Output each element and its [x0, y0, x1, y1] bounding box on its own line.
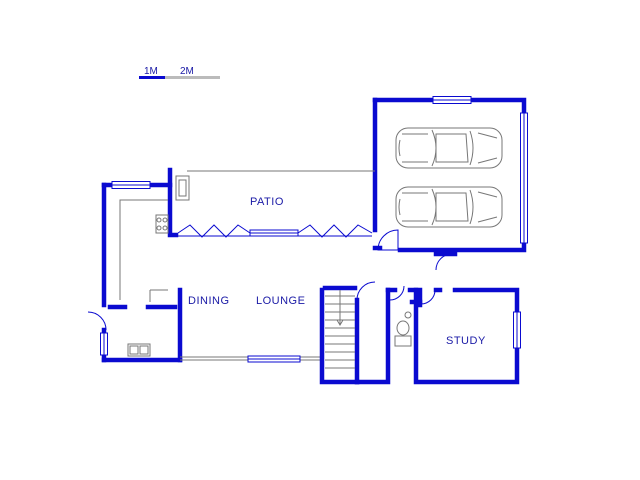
study: STUDY [413, 287, 521, 385]
stove-icon [155, 214, 169, 234]
entry-door-swing [435, 253, 453, 271]
sink-icon [127, 343, 151, 357]
room-label-study: STUDY [446, 335, 486, 347]
wall-kitchen-right [167, 167, 179, 238]
car-icon [395, 186, 503, 228]
kitchen-counter [119, 199, 168, 300]
stair-wall [319, 287, 360, 385]
study-walls [413, 287, 520, 385]
side-door-swing [87, 311, 107, 331]
scale-label-1m: 1M [144, 66, 158, 77]
folding-door-left [177, 224, 251, 238]
folding-door-right [297, 224, 373, 238]
car-icon [395, 127, 503, 169]
room-label-patio: PATIO [250, 196, 284, 208]
wc-door-swing [389, 285, 405, 301]
basin-icon [404, 311, 412, 319]
room-label-dining: DINING [188, 295, 230, 307]
toilet-icon [394, 335, 412, 347]
house-walls [87, 167, 458, 385]
staircase [325, 290, 355, 369]
garage-door-swing [377, 229, 399, 251]
wall-hall [354, 287, 391, 385]
hall-door-swing [356, 281, 376, 301]
patio: PATIO [177, 170, 375, 238]
scale-bar: 1M 2M [139, 66, 220, 79]
garage [372, 96, 528, 253]
room-label-lounge: LOUNGE [256, 295, 305, 307]
scale-label-2m: 2M [180, 66, 194, 77]
